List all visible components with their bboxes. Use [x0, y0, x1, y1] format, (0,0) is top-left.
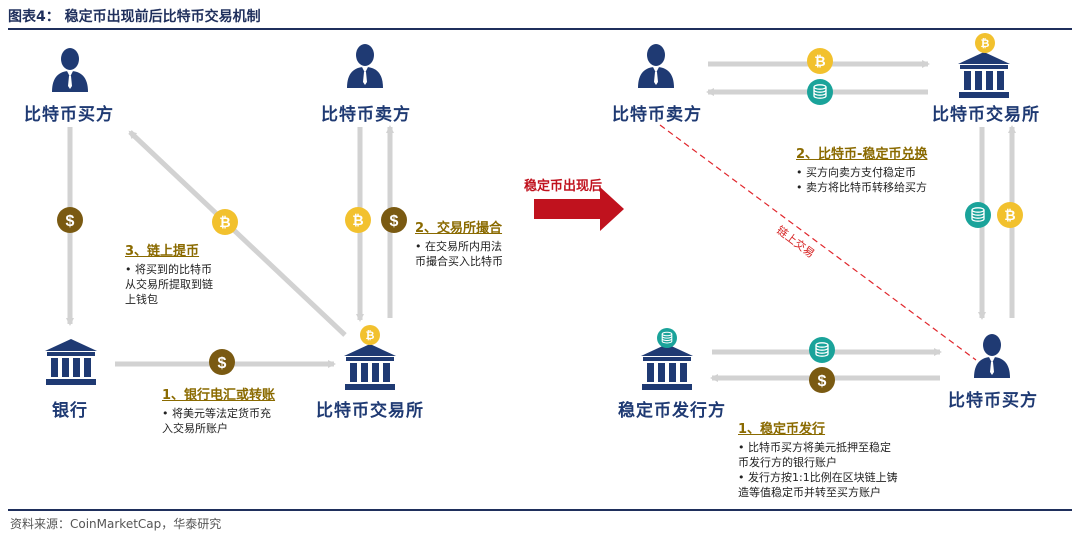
stablecoin-coin-icon [807, 79, 833, 105]
stablecoin-coin-icon [657, 328, 677, 348]
bitcoin-coin-icon: ₿ [345, 207, 371, 233]
seller-person-icon-right [638, 44, 674, 88]
step3-withdraw: 3、链上提币 • 将买到的比特币 从交易所提取到链 上钱包 [125, 240, 213, 307]
exchange-bank-icon-right [958, 52, 1010, 98]
svg-text:₿: ₿ [981, 37, 990, 50]
step3-line: 从交易所提取到链 [125, 278, 213, 291]
svg-text:₿: ₿ [352, 213, 363, 229]
svg-text:₿: ₿ [219, 215, 230, 231]
buyer-person-icon [52, 48, 88, 92]
chain-transaction-line [659, 124, 977, 361]
dollar-coin-icon: $ [57, 207, 83, 233]
step3-title: 3、链上提币 [125, 244, 200, 259]
svg-text:₿: ₿ [366, 329, 375, 342]
right-buyer-label: 比特币买方 [948, 391, 1038, 411]
left-bank-label: 银行 [52, 401, 88, 421]
right-seller-label: 比特币卖方 [612, 105, 702, 125]
svg-text:$: $ [818, 373, 827, 390]
right-step2-exchange: 2、比特币-稳定币兑换 • 买方向卖方支付稳定币 • 卖方将比特币转移给买方 [796, 143, 927, 195]
bitcoin-coin-icon: ₿ [807, 48, 833, 74]
step2-line: • 在交易所内用法 [415, 240, 502, 253]
transition-label: 稳定币出现后 [524, 179, 603, 194]
svg-text:$: $ [66, 213, 75, 230]
seller-person-icon [347, 44, 383, 88]
stablecoin-coin-icon [809, 337, 835, 363]
svg-text:$: $ [390, 213, 399, 230]
step3-line: • 将买到的比特币 [125, 263, 212, 276]
buyer-person-icon-right [974, 334, 1010, 378]
right-step2-line: • 卖方将比特币转移给买方 [796, 181, 927, 194]
dollar-coin-icon: $ [809, 367, 835, 393]
right-step1-line: • 发行方按1:1比例在区块链上铸 [738, 471, 898, 484]
bank-icon [45, 339, 97, 385]
left-buyer-label: 比特币买方 [24, 105, 114, 125]
exchange-bank-icon [344, 344, 396, 390]
bitcoin-coin-icon: ₿ [975, 33, 995, 53]
step2-title: 2、交易所撮合 [415, 221, 503, 236]
step1-title: 1、银行电汇或转账 [162, 388, 276, 403]
figure-title: 图表4： 稳定币出现前后比特币交易机制 [8, 9, 261, 25]
right-step1-issuance: 1、稳定币发行 • 比特币买方将美元抵押至稳定 币发行方的银行账户 • 发行方按… [738, 418, 898, 500]
right-exchange-label: 比特币交易所 [932, 105, 1040, 125]
left-exchange-label: 比特币交易所 [316, 401, 424, 421]
dollar-coin-icon: $ [209, 349, 235, 375]
right-step2-title: 2、比特币-稳定币兑换 [796, 147, 928, 162]
right-step1-line: 造等值稳定币并转至买方账户 [738, 486, 881, 499]
svg-text:₿: ₿ [1004, 208, 1015, 224]
step1-line: 入交易所账户 [162, 422, 228, 435]
right-step2-line: • 买方向卖方支付稳定币 [796, 166, 916, 179]
step2-line: 币撮合买入比特币 [415, 255, 503, 268]
title-divider [8, 28, 1072, 30]
right-step1-title: 1、稳定币发行 [738, 422, 826, 437]
stablecoin-coin-icon [965, 202, 991, 228]
source-note: 资料来源：CoinMarketCap，华泰研究 [10, 517, 222, 531]
step2-matching: 2、交易所撮合 • 在交易所内用法 币撮合买入比特币 [415, 217, 503, 269]
figure-header: 图表4： 稳定币出现前后比特币交易机制 [0, 0, 1080, 28]
dollar-coin-icon: $ [381, 207, 407, 233]
footer-divider [8, 509, 1072, 511]
arrow-exchange-to-buyer [128, 130, 347, 337]
right-issuer-label: 稳定币发行方 [618, 401, 726, 421]
svg-text:₿: ₿ [814, 54, 825, 70]
right-step1-line: • 比特币买方将美元抵押至稳定 [738, 441, 891, 454]
transition-arrow [534, 187, 624, 231]
right-step1-line: 币发行方的银行账户 [738, 456, 837, 469]
step1-line: • 将美元等法定货币充 [162, 407, 271, 420]
left-seller-label: 比特币卖方 [321, 105, 411, 125]
step3-line: 上钱包 [125, 293, 158, 306]
bitcoin-coin-icon: ₿ [212, 209, 238, 235]
svg-text:$: $ [218, 355, 227, 372]
bitcoin-coin-icon: ₿ [997, 202, 1023, 228]
step1-wire: 1、银行电汇或转账 • 将美元等法定货币充 入交易所账户 [162, 384, 275, 436]
bitcoin-coin-icon: ₿ [360, 325, 380, 345]
issuer-bank-icon [641, 344, 693, 390]
